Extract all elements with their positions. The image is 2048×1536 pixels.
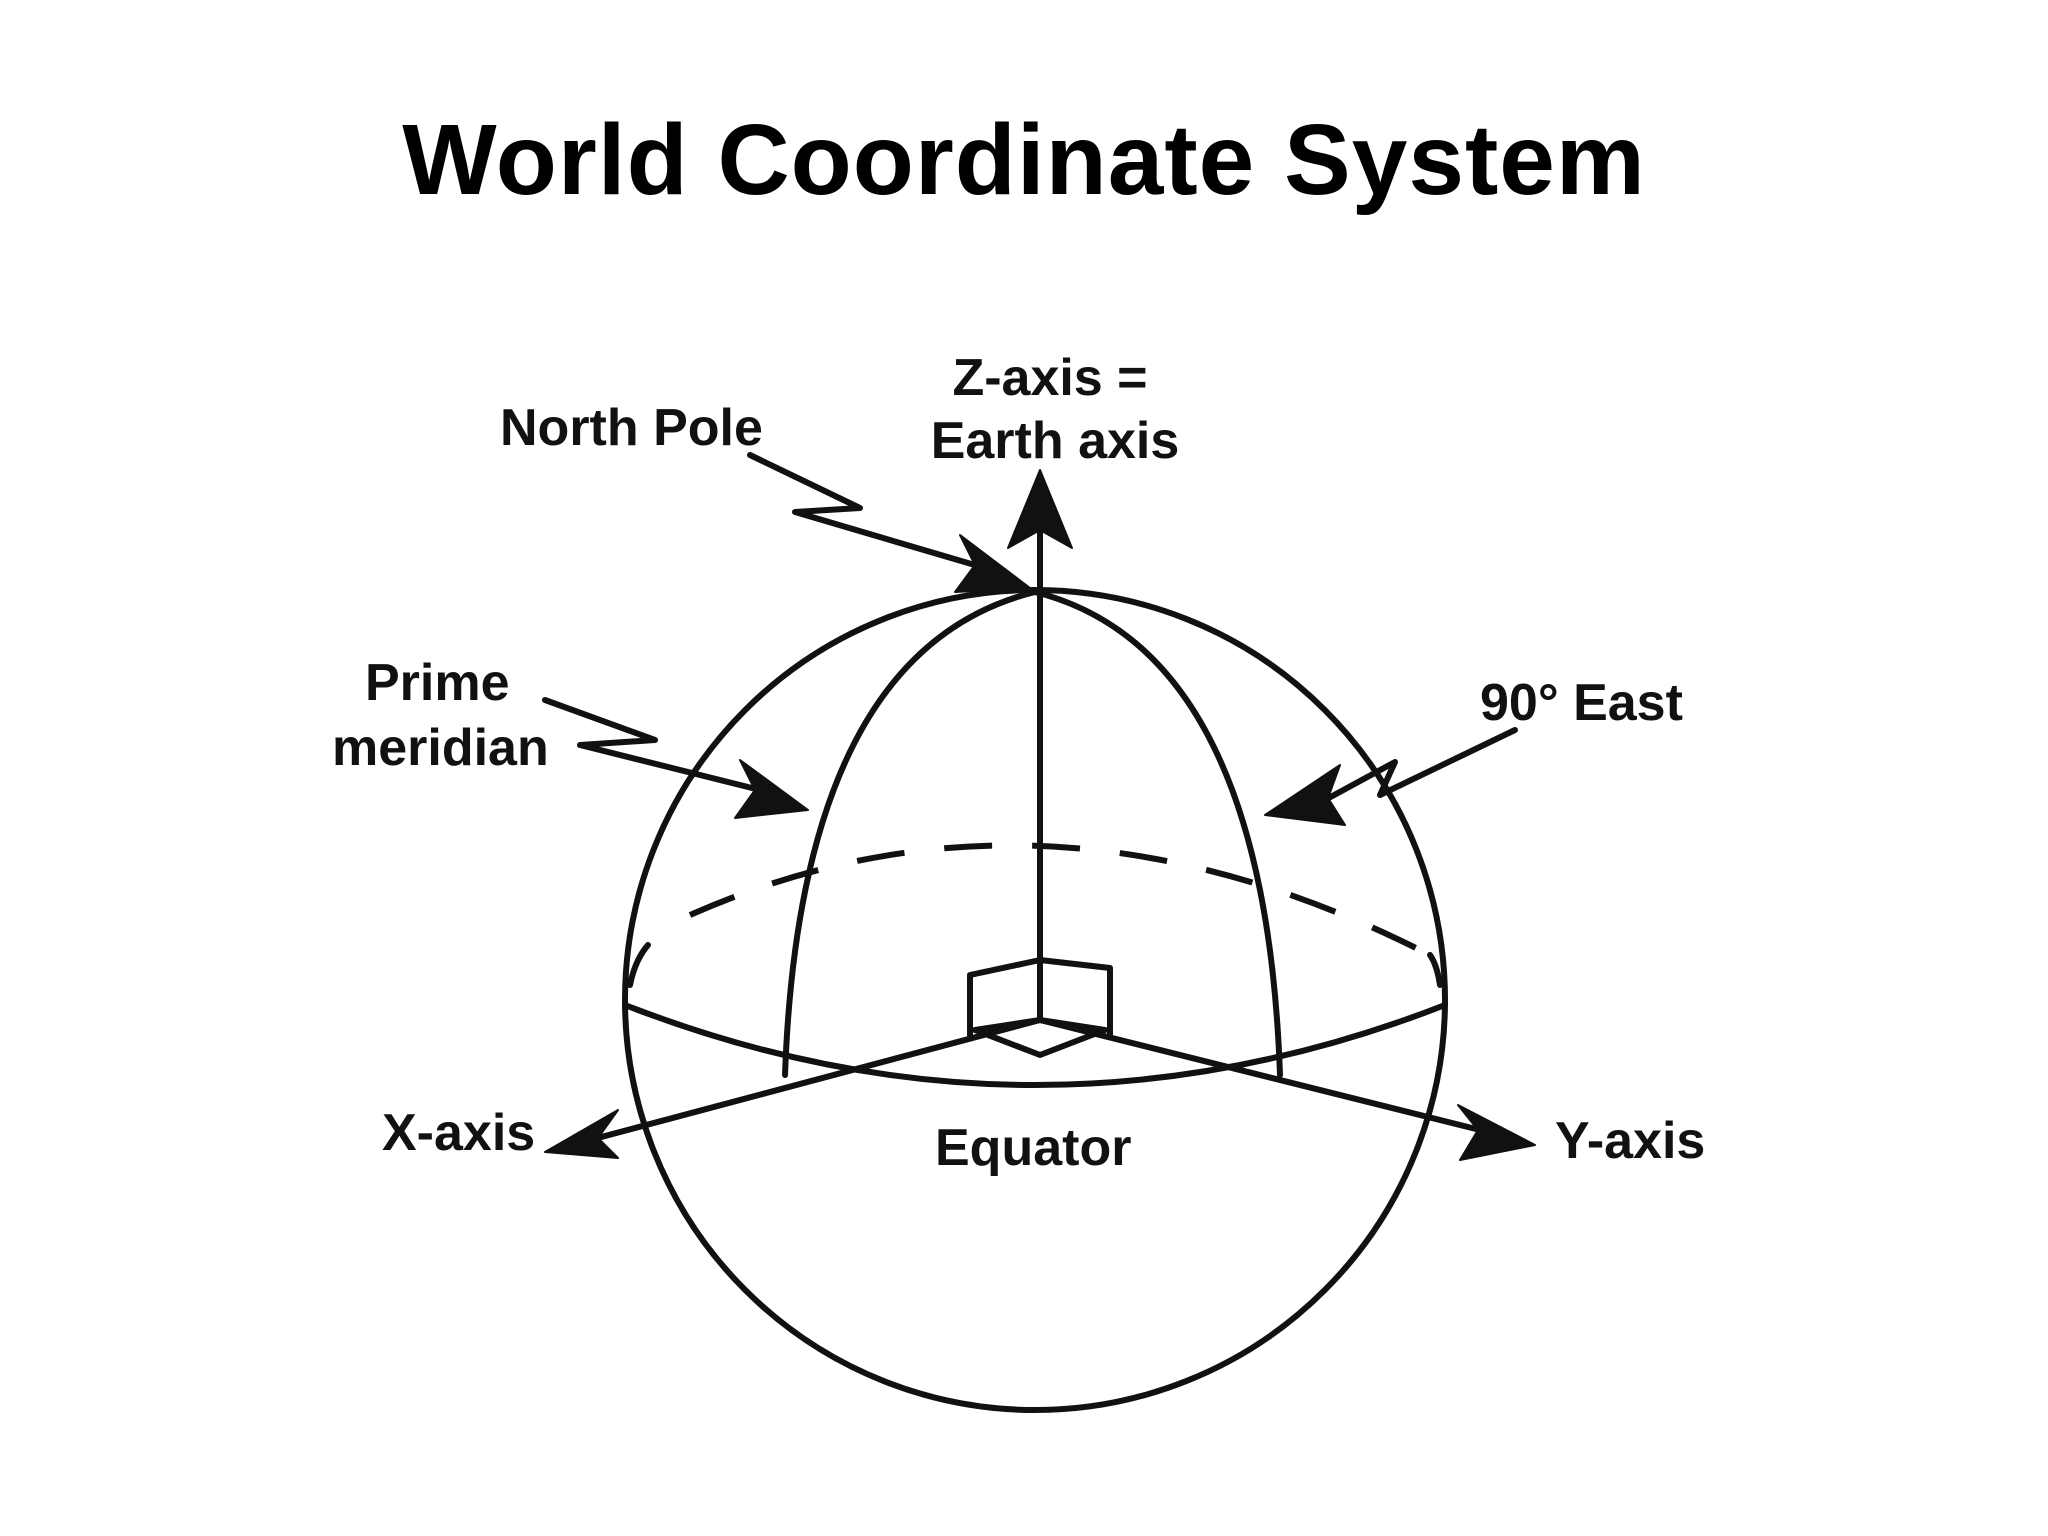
- prime-meridian-arrowhead: [734, 759, 809, 819]
- x-axis-line: [587, 1017, 1043, 1143]
- equator-label: Equator: [935, 1119, 1131, 1177]
- north-pole-pointer: [747, 452, 988, 571]
- z-axis-label-line2: Earth axis: [931, 412, 1180, 470]
- east-meridian-line: [1032, 589, 1283, 1078]
- prime-meridian-line: [782, 589, 1038, 1078]
- z-axis-label-line1: Z-axis =: [952, 349, 1147, 407]
- prime-meridian-pointer: [542, 697, 763, 793]
- origin-box: [967, 957, 1113, 1038]
- page-title: World Coordinate System: [402, 104, 1646, 216]
- north-pole-label: North Pole: [500, 399, 763, 457]
- latitude-dashed-arc: [688, 842, 1422, 953]
- earth-sphere: [622, 587, 1448, 1413]
- origin-base: [972, 1017, 1108, 1058]
- north-pole-arrowhead: [954, 534, 1031, 593]
- equator-front: [622, 1002, 1448, 1088]
- z-axis-arrowhead: [1007, 469, 1073, 549]
- prime-meridian-label-line2: meridian: [332, 719, 549, 777]
- east-arrowhead: [1264, 764, 1346, 826]
- x-axis-label: X-axis: [382, 1104, 535, 1162]
- east-pointer: [1322, 727, 1518, 803]
- y-axis-line: [1037, 1017, 1483, 1133]
- prime-meridian-label-line1: Prime: [365, 654, 510, 712]
- y-axis-arrowhead: [1457, 1104, 1536, 1161]
- y-axis-label: Y-axis: [1555, 1112, 1705, 1170]
- east-label: 90° East: [1480, 674, 1683, 732]
- equator-back-left: [627, 942, 651, 988]
- equator-back-right: [1427, 952, 1443, 988]
- x-axis-arrowhead: [544, 1109, 619, 1159]
